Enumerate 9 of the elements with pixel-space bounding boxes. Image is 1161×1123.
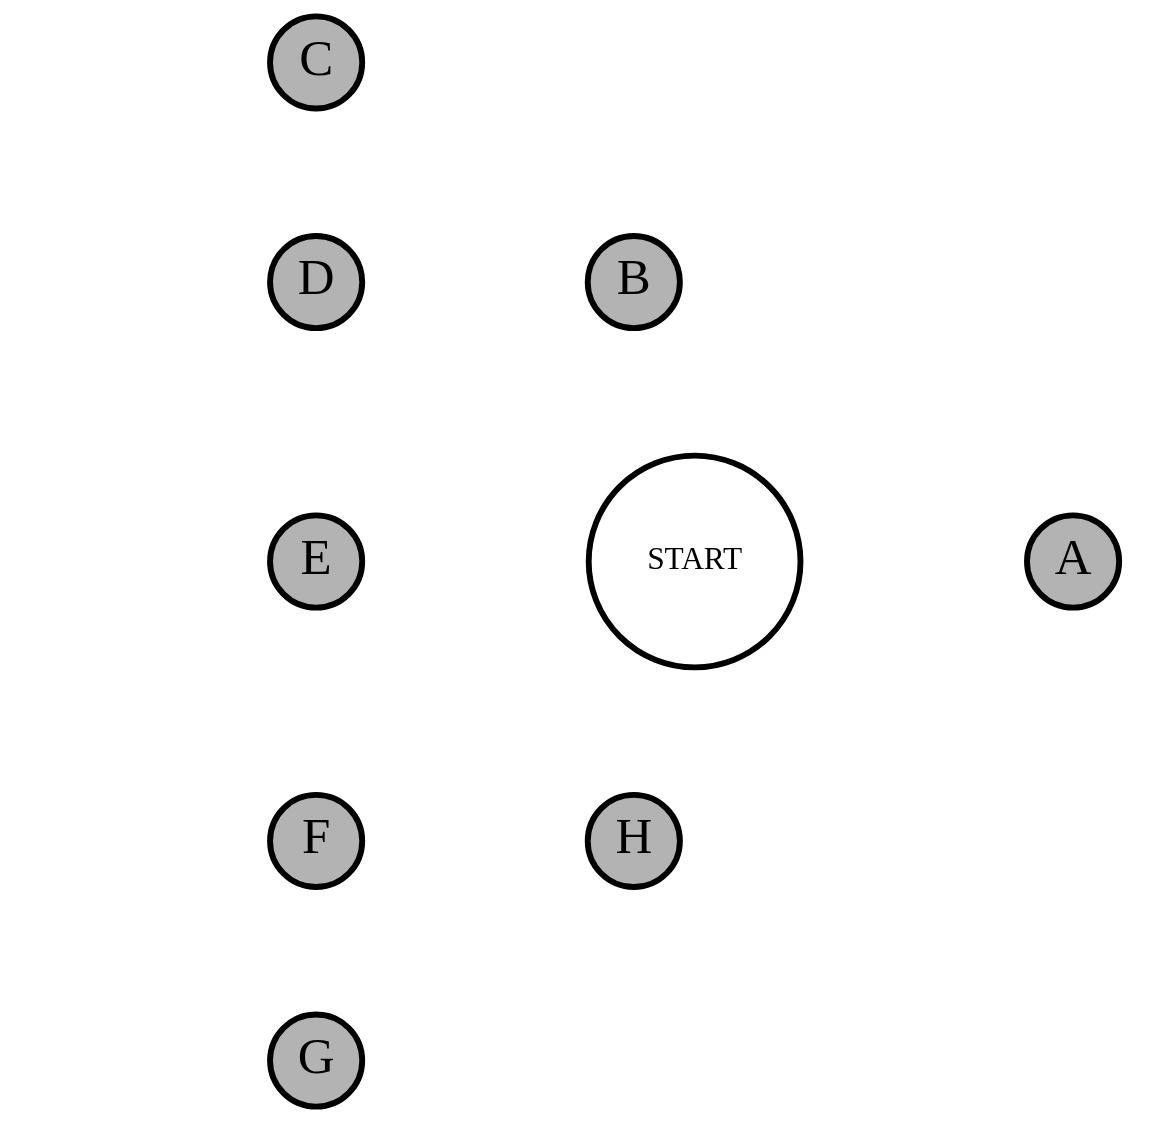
node-circle: D <box>266 233 365 332</box>
node-circle: G <box>266 1011 365 1110</box>
node-circle: B <box>584 233 683 332</box>
node-circle: START <box>585 452 803 671</box>
node-circle: H <box>584 791 683 890</box>
node-circle: A <box>1023 512 1122 611</box>
node-circle: E <box>266 512 365 611</box>
node-circle: F <box>266 791 365 890</box>
node-circle: C <box>266 13 365 112</box>
